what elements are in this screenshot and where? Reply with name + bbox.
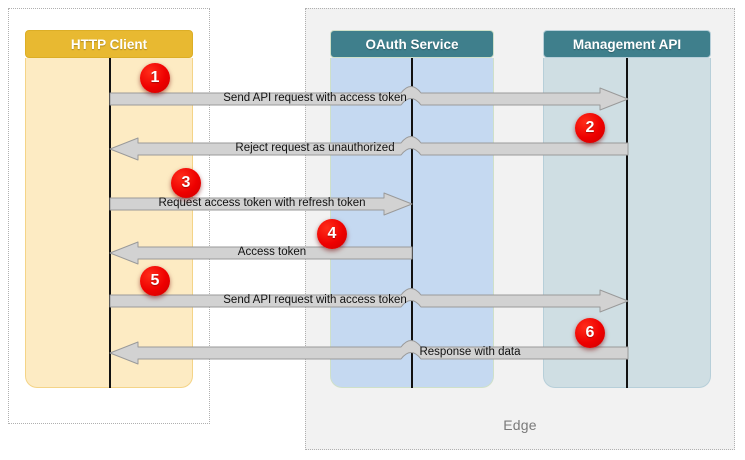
edge-region-label: Edge: [503, 417, 537, 433]
participant-http-client: HTTP Client: [25, 30, 193, 388]
step-badge-4: 4: [317, 219, 347, 249]
step-badge-1: 1: [140, 63, 170, 93]
message-6: Response with data: [109, 340, 630, 365]
step-badge-6: 6: [575, 318, 605, 348]
oauth-service-header: OAuth Service: [330, 30, 494, 58]
message-1: Send API request with access token: [109, 86, 630, 111]
step-badge-3: 3: [171, 168, 201, 198]
http-client-header: HTTP Client: [25, 30, 193, 58]
message-5: Send API request with access token: [109, 288, 630, 313]
message-4: Access token: [109, 241, 414, 265]
message-3: Request access token with refresh token: [109, 192, 414, 216]
step-badge-5: 5: [140, 266, 170, 296]
participant-management-api: Management API: [543, 30, 711, 388]
management-api-lifeline: [626, 58, 628, 388]
step-badge-2: 2: [575, 113, 605, 143]
message-2: Reject request as unauthorized: [109, 136, 630, 161]
oauth-service-lifeline: [411, 58, 413, 388]
management-api-header: Management API: [543, 30, 711, 58]
http-client-lifeline: [109, 58, 111, 388]
